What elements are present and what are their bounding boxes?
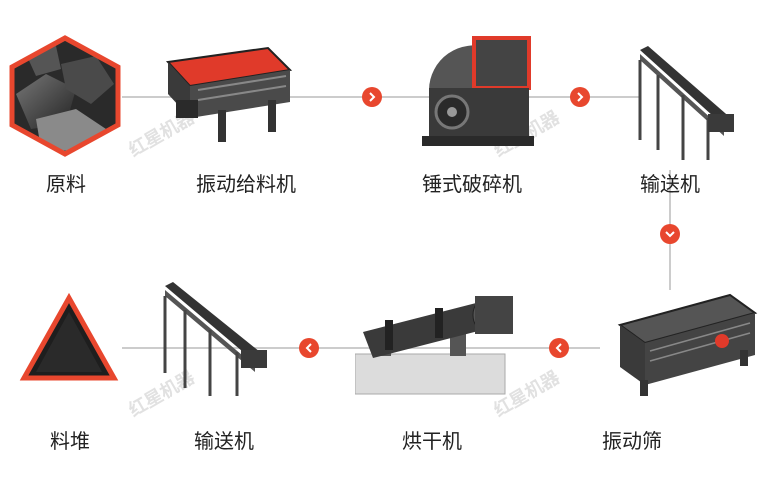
conveyor-1-image [638, 46, 734, 160]
conveyor-2-image [163, 282, 267, 396]
step-label-raw-material: 原料 [46, 172, 86, 196]
step-label-hammer-crusher: 锤式破碎机 [422, 172, 522, 196]
stockpile-image [19, 292, 119, 381]
chevron-down-icon [660, 224, 680, 244]
step-label-conveyor-2: 输送机 [194, 429, 254, 453]
step-label-conveyor-1: 输送机 [640, 172, 700, 196]
step-label-vibrating-feeder: 振动给料机 [196, 172, 296, 196]
vibrating-screen-image [617, 293, 758, 396]
step-label-stockpile: 料堆 [50, 429, 90, 453]
hammer-crusher-image [422, 36, 534, 146]
chevron-left-icon [299, 338, 319, 358]
step-label-dryer: 烘干机 [402, 429, 462, 453]
step-label-vibrating-screen: 振动筛 [602, 429, 662, 453]
chevron-right-icon [570, 87, 590, 107]
raw-material-image [9, 35, 121, 157]
chevron-right-icon [362, 87, 382, 107]
vibrating-feeder-image [165, 46, 293, 142]
dryer-image [355, 296, 513, 395]
chevron-left-icon [549, 338, 569, 358]
